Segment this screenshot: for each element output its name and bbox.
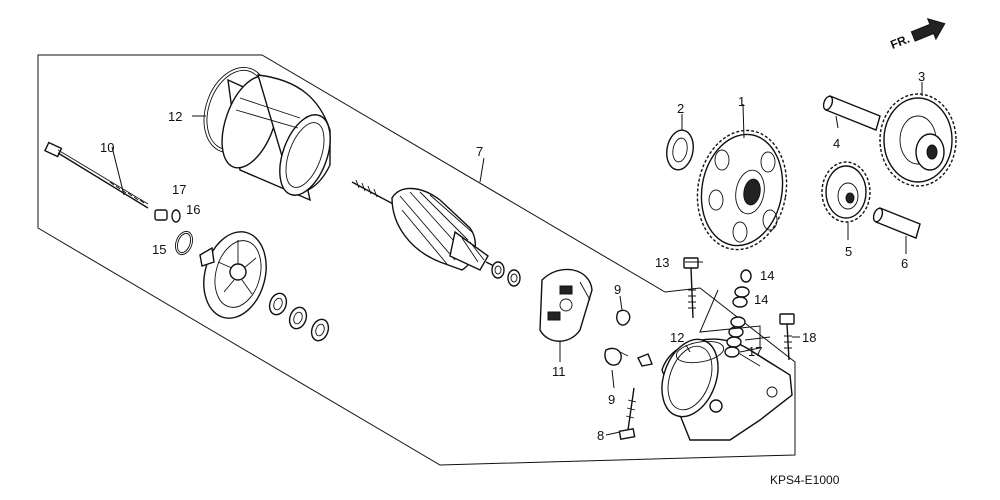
- callout-4: 4: [833, 136, 840, 151]
- callout-16: 16: [186, 202, 200, 217]
- washer-small: [171, 209, 181, 223]
- seal-stack: [724, 269, 752, 358]
- rear-cover: [661, 338, 793, 441]
- washer-set: [268, 292, 330, 342]
- front-cover: [199, 231, 267, 319]
- mounting-bolt-18: [779, 313, 795, 361]
- callout-14-lower: 14: [754, 292, 768, 307]
- mounting-bolt-13: [683, 257, 699, 319]
- callout-9-upper: 9: [614, 282, 621, 297]
- armature: [351, 179, 499, 271]
- callout-1: 1: [738, 94, 745, 109]
- oil-seal: [666, 129, 694, 171]
- brush-holder: [539, 268, 593, 342]
- callout-12-upper: 12: [168, 109, 182, 124]
- callout-12-lower: 12: [670, 330, 684, 345]
- callout-14-upper: 14: [760, 268, 774, 283]
- brush-spring-upper: [616, 309, 631, 326]
- reduction-shaft-6: [872, 207, 921, 239]
- assembly-boundary: [37, 54, 796, 466]
- terminal-clip: [637, 353, 653, 367]
- callout-17-lower: 17: [748, 344, 762, 359]
- nut-small: [154, 209, 168, 221]
- o-ring-small: [174, 230, 194, 256]
- diagram-code: KPS4-E1000: [770, 473, 840, 487]
- front-direction-arrow-icon: FR.: [888, 17, 946, 52]
- starter-motor-yoke: [221, 74, 331, 202]
- callout-3: 3: [918, 69, 925, 84]
- reduction-gear-3: [879, 93, 957, 187]
- callout-2: 2: [677, 101, 684, 116]
- callout-8: 8: [597, 428, 604, 443]
- o-ring-lower: [675, 340, 725, 364]
- callout-10: 10: [100, 140, 114, 155]
- brush-spring-lower: [604, 347, 629, 366]
- through-bolt: [44, 141, 149, 209]
- armature-washers: [491, 261, 521, 287]
- callout-13: 13: [655, 255, 669, 270]
- callout-15: 15: [152, 242, 166, 257]
- callout-5: 5: [845, 244, 852, 259]
- terminal-bolt: [618, 387, 637, 440]
- reduction-shaft-4: [822, 95, 881, 131]
- leader-lines: [111, 82, 923, 436]
- starter-driven-gear: [696, 129, 788, 251]
- callout-labels: 1 2 3 4 5 6 7 8 9 9 10 11 12 12 13 14 14…: [100, 69, 925, 443]
- callout-9-lower: 9: [608, 392, 615, 407]
- callout-6: 6: [901, 256, 908, 271]
- reduction-gear-5: [821, 161, 871, 223]
- seal-stack-guide: [699, 289, 761, 353]
- callout-18: 18: [802, 330, 816, 345]
- callout-7: 7: [476, 144, 483, 159]
- front-direction-label: FR.: [888, 32, 911, 52]
- callout-17-upper: 17: [172, 182, 186, 197]
- callout-11: 11: [552, 364, 566, 379]
